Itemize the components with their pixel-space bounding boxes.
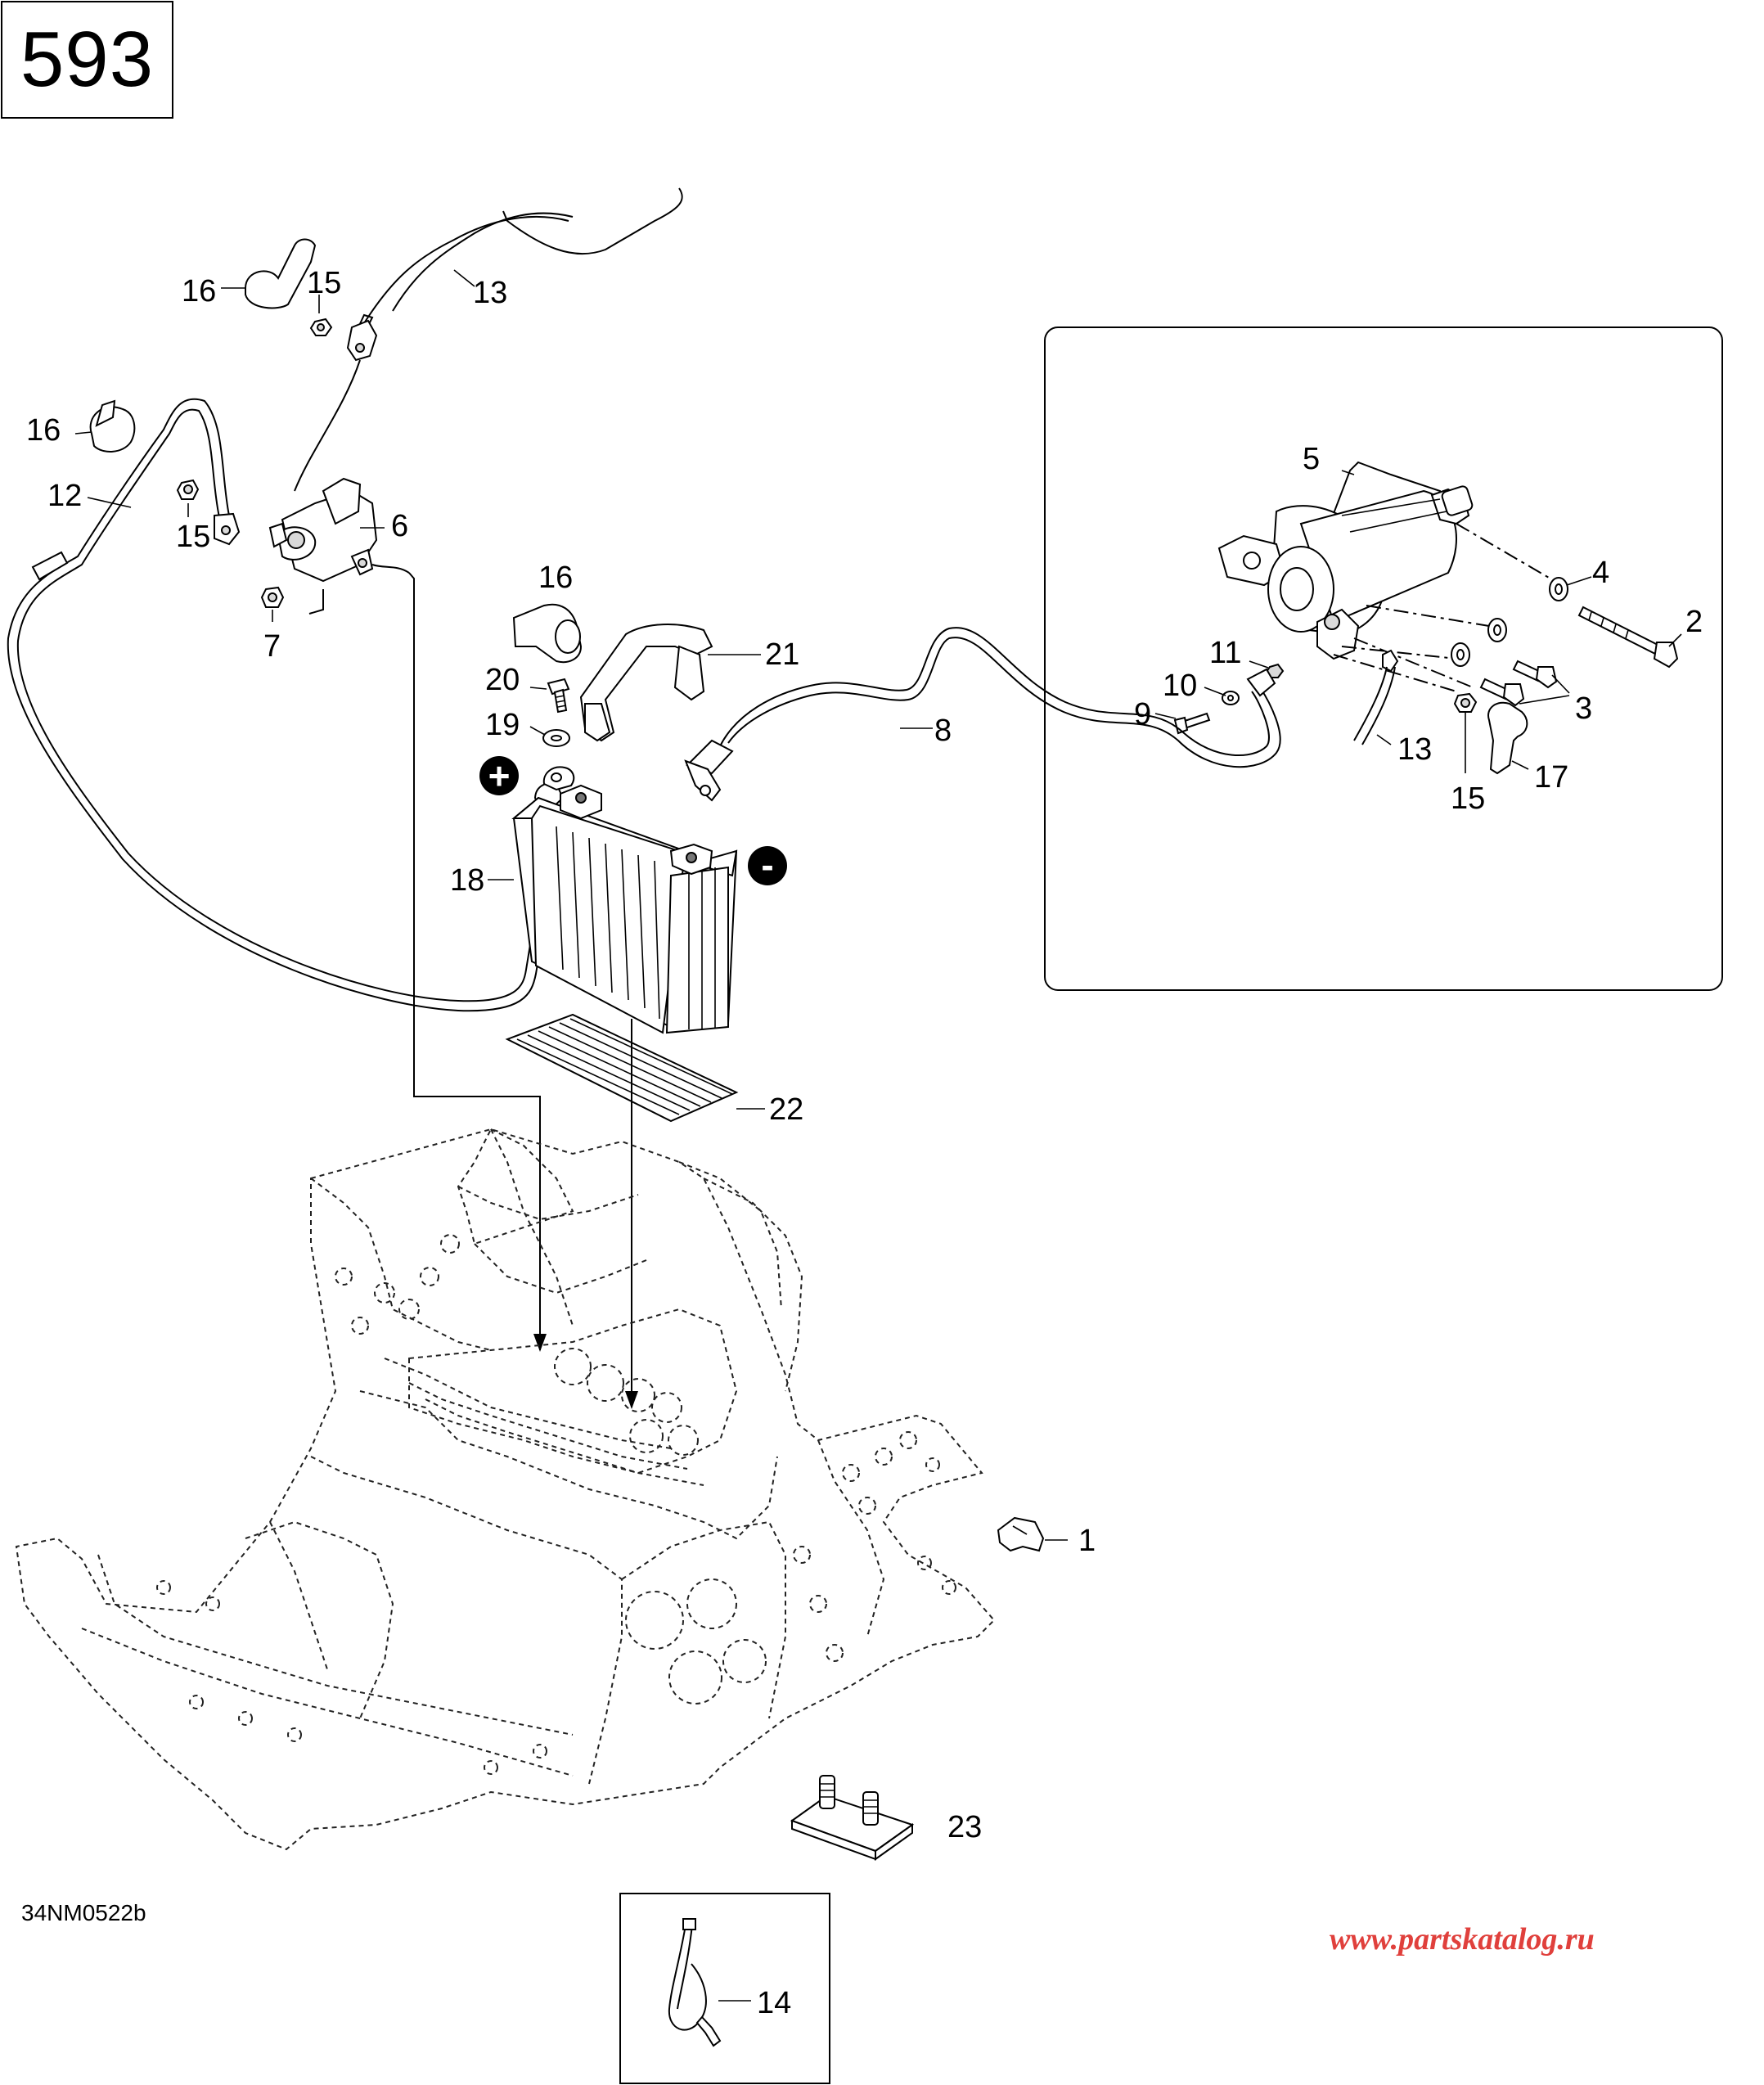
callout-15-starter: 15 [1451, 781, 1485, 816]
plate-23 [790, 1775, 915, 1861]
callout-16-top: 16 [182, 274, 216, 308]
bolt-9 [1173, 712, 1211, 735]
nut-15-starter [1453, 692, 1478, 713]
callout-12: 12 [47, 479, 82, 513]
cable-13-top [294, 187, 683, 492]
alignment-line [1366, 605, 1490, 627]
callout-19: 19 [485, 708, 520, 742]
cable-12 [7, 398, 565, 1012]
callout-23: 23 [947, 1810, 982, 1844]
callout-14: 14 [757, 1986, 791, 2020]
terminal-boot-17 [1487, 701, 1528, 775]
starter-motor [1217, 461, 1474, 660]
callout-15-left: 15 [176, 520, 210, 554]
nut-15-top [309, 317, 333, 336]
battery-18 [511, 766, 738, 1034]
negative-terminal-symbol: - [748, 844, 787, 886]
callout-20: 20 [485, 663, 520, 697]
callout-16-left: 16 [26, 413, 61, 448]
callout-4: 4 [1592, 556, 1609, 590]
nut-7 [260, 586, 285, 608]
starter-detail-panel [1044, 326, 1723, 991]
watermark: www.partskatalog.ru [1330, 1922, 1595, 1957]
positive-terminal-symbol: + [479, 754, 519, 797]
chassis-frame [15, 1128, 996, 1851]
terminal-boot-16-top [245, 238, 317, 309]
washer-10 [1222, 691, 1240, 705]
figure-code: 34NM0522b [21, 1900, 146, 1925]
callout-15-top: 15 [307, 266, 341, 300]
callout-17: 17 [1534, 760, 1568, 795]
terminal-boot-16-battery [512, 603, 583, 663]
callout-21: 21 [765, 637, 799, 672]
callout-5: 5 [1303, 442, 1320, 476]
solenoid-6 [268, 477, 410, 615]
callout-3: 3 [1575, 691, 1592, 726]
terminal-boot-16-left [89, 399, 136, 453]
cable-13-starter-end [1353, 649, 1399, 745]
svg-text:+: + [488, 754, 511, 797]
installation-arrows [408, 572, 638, 1409]
screw-20 [547, 678, 570, 714]
nut-15-left [176, 479, 200, 500]
alignment-line [1341, 646, 1457, 660]
page-number: 593 [20, 16, 155, 103]
callout-22: 22 [769, 1092, 803, 1127]
alignment-line [1456, 523, 1555, 582]
svg-text:-: - [761, 844, 773, 886]
callout-11: 11 [1209, 636, 1241, 670]
battery-strap-21 [579, 624, 713, 742]
callout-13-starter: 13 [1397, 732, 1432, 767]
callout-7: 7 [263, 629, 281, 664]
battery-pad-22 [505, 1013, 739, 1123]
alignment-line [1333, 654, 1457, 692]
tie-wrap-14 [668, 1918, 722, 2047]
callout-18: 18 [450, 863, 484, 898]
callout-6: 6 [391, 509, 408, 543]
page-number-box: 593 [1, 1, 173, 119]
bolt-3 [1479, 660, 1558, 707]
tie-wrap-detail-box [619, 1893, 830, 2084]
long-bolt-2 [1577, 606, 1679, 669]
leader-lines [74, 269, 1682, 2002]
clip-1 [997, 1516, 1045, 1552]
callout-9: 9 [1134, 697, 1151, 732]
callout-1: 1 [1078, 1524, 1096, 1558]
callout-16-battery: 16 [538, 561, 573, 595]
washer-4 [1451, 577, 1568, 667]
callout-8: 8 [934, 714, 952, 748]
washer-19 [542, 729, 570, 747]
callout-2: 2 [1685, 605, 1703, 639]
callout-10: 10 [1163, 669, 1197, 703]
starter-cable-8 [684, 627, 1281, 802]
callout-13-top: 13 [473, 276, 507, 310]
alignment-line [1353, 637, 1474, 688]
